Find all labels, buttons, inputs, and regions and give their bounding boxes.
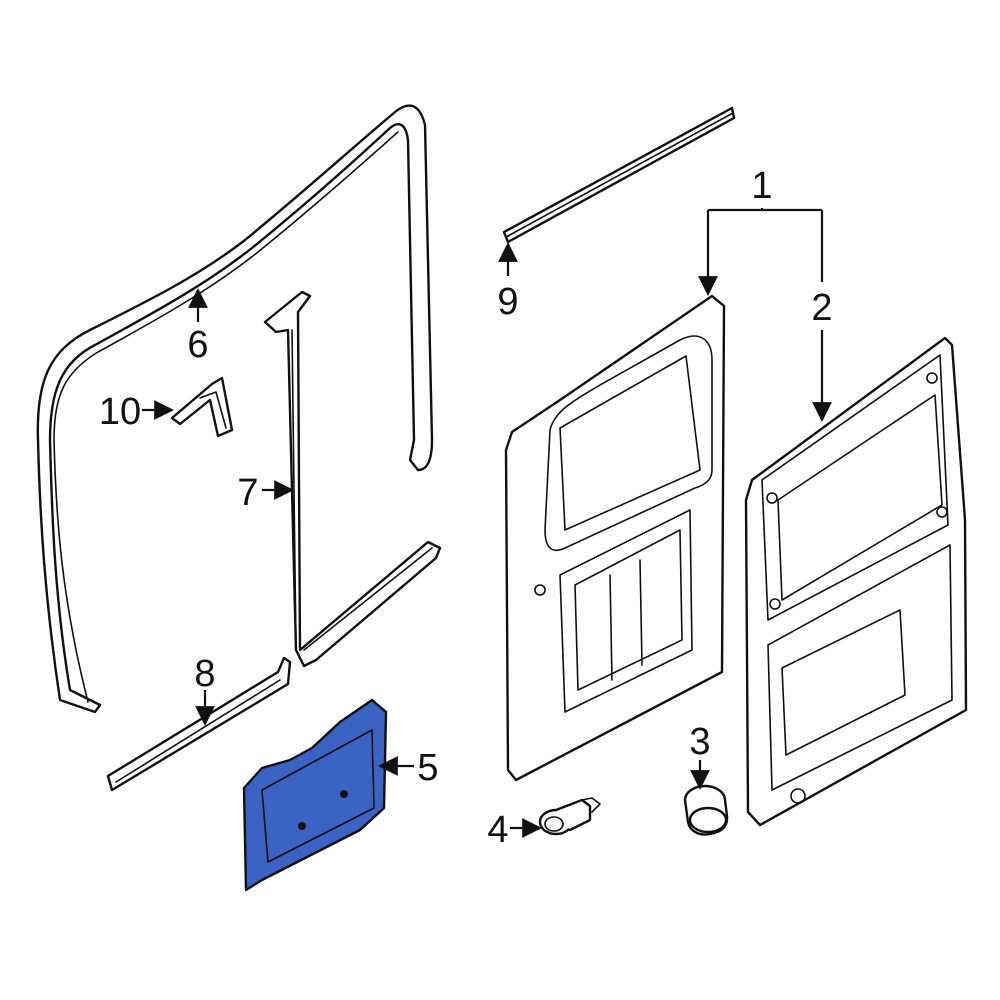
part-2-door-outer-panel[interactable]	[744, 336, 968, 827]
callout-3: 3	[689, 721, 710, 763]
part-5-control-module[interactable]	[242, 698, 388, 892]
part-4-clip[interactable]	[538, 797, 601, 836]
part-3-cap[interactable]	[683, 784, 729, 836]
part-6-door-weatherstrip[interactable]	[36, 104, 434, 714]
callout-5: 5	[417, 747, 438, 789]
callout-10: 10	[99, 391, 141, 433]
callout-7: 7	[237, 472, 258, 514]
part-10-bracket[interactable]	[170, 376, 234, 438]
callout-1: 1	[751, 165, 772, 207]
leader-lines	[142, 208, 832, 838]
callout-6: 6	[187, 324, 208, 366]
part-7-glass-run-channel[interactable]	[263, 290, 442, 668]
callout-9: 9	[497, 281, 518, 323]
part-9-top-trim-strip[interactable]	[502, 106, 736, 244]
part-1-door-inner-panel[interactable]	[504, 294, 726, 782]
callout-2: 2	[811, 287, 832, 329]
callout-4: 4	[487, 809, 508, 851]
callout-8: 8	[194, 653, 215, 695]
